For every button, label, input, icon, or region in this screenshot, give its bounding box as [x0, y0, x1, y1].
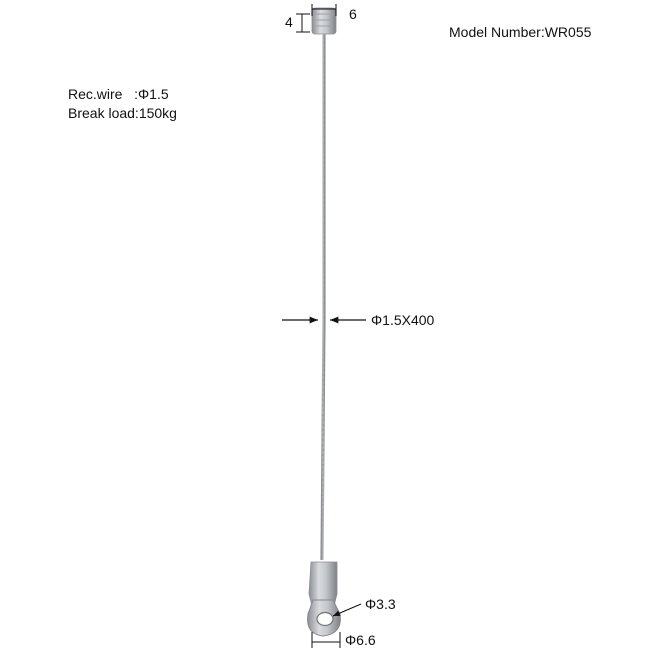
eye-terminal [307, 561, 341, 637]
top-width-dimension-label: 6 [349, 6, 357, 22]
break-load-label: Break load:150kg [68, 105, 177, 121]
bottom-dimension-lines [311, 603, 362, 648]
wire-rope [320, 34, 326, 561]
hole-dimension-label: Φ3.3 [365, 596, 396, 612]
top-height-dimension-label: 4 [285, 14, 293, 30]
wire-dimension-label: Φ1.5X400 [371, 312, 435, 328]
top-stopper [311, 7, 337, 35]
top-dimension-lines [296, 4, 337, 33]
eye-dimension-label: Φ6.6 [345, 632, 376, 648]
model-number-label: Model Number:WR055 [449, 24, 592, 40]
recommended-wire-label: Rec.wire :Φ1.5 [68, 86, 169, 102]
